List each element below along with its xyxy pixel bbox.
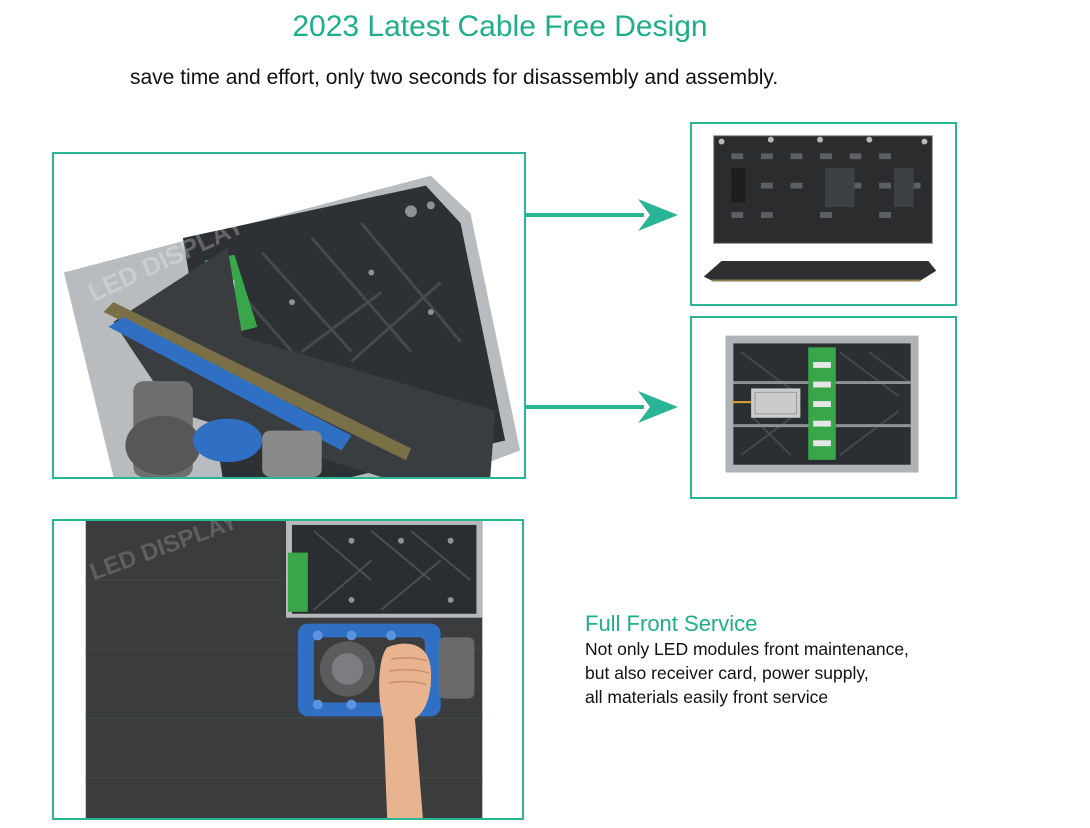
page-subtitle: save time and effort, only two seconds f…: [130, 66, 779, 89]
cabinet-with-magnetic-tool-photo: LED DISPLAY: [52, 152, 526, 479]
page-title: 2023 Latest Cable Free Design: [292, 10, 708, 43]
cabinet-back-receiver-card-photo: [690, 316, 957, 499]
service-line: but also receiver card, power supply,: [585, 663, 869, 683]
arrow-right-icon: [526, 391, 678, 423]
service-line: Not only LED modules front maintenance,: [585, 639, 909, 659]
full-front-service-section: Full Front Service Not only LED modules …: [585, 611, 1005, 709]
led-module-pcb-photo: [690, 122, 957, 306]
section-heading: Full Front Service: [585, 611, 758, 636]
front-service-hand-tool-photo: LED DISPLAY: [52, 519, 524, 820]
service-line: all materials easily front service: [585, 687, 829, 707]
arrow-right-icon: [526, 199, 678, 231]
